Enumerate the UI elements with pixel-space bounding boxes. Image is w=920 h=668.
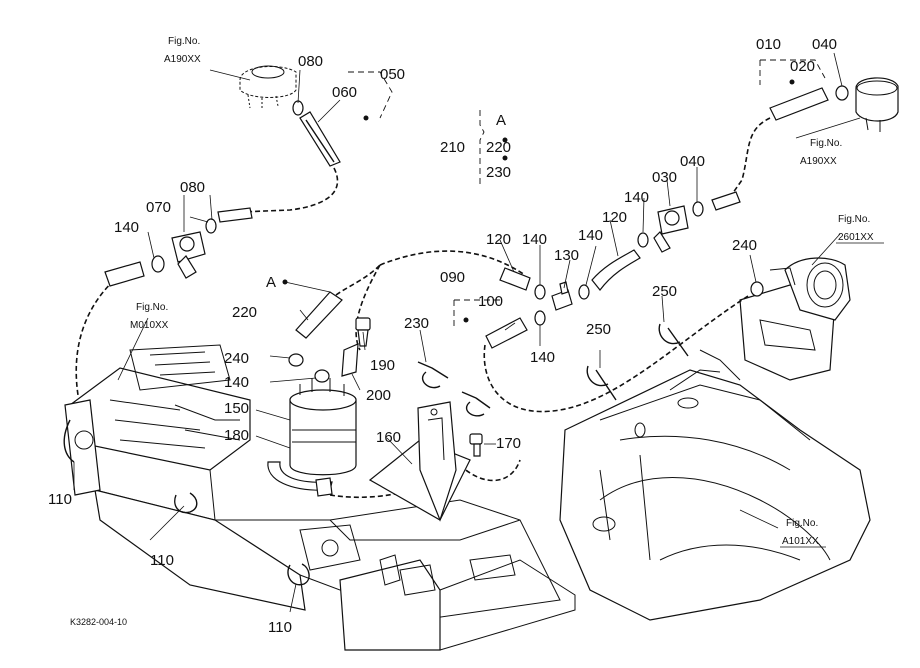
part-label-220: 220 [232, 304, 257, 321]
part-label-110: 110 [48, 491, 72, 508]
fig-ref-title: Fig.No. [786, 518, 818, 529]
assembly-brackets [348, 59, 826, 330]
part-label-150: 150 [224, 400, 249, 417]
kit-label-a: A [496, 112, 506, 129]
part-label-190: 190 [370, 357, 395, 374]
part-label-090: 090 [440, 269, 465, 286]
kit-marker-a: A [266, 274, 276, 291]
water-separator-150[interactable] [289, 378, 357, 476]
fig-ref-title: Fig.No. [168, 36, 200, 47]
part-label-120: 120 [602, 209, 627, 226]
part-label-020: 020 [790, 58, 815, 75]
part-label-140: 140 [522, 231, 547, 248]
fitting-190[interactable] [355, 317, 371, 347]
fig-ref-a101: A101XX [782, 536, 819, 547]
hose-clip-250[interactable] [586, 323, 689, 401]
part-label-060: 060 [332, 84, 357, 101]
fig-ref-m010: M010XX [130, 320, 169, 331]
fig-ref-title: Fig.No. [810, 138, 842, 149]
part-label-230: 230 [486, 164, 511, 181]
part-label-140: 140 [578, 227, 603, 244]
leader-lines [73, 52, 861, 613]
part-label-220: 220 [486, 139, 511, 156]
part-label-130: 130 [554, 247, 579, 264]
part-label-160: 160 [376, 429, 401, 446]
part-label-240: 240 [732, 237, 757, 254]
band-clamp-110[interactable] [63, 419, 310, 586]
part-label-140: 140 [530, 349, 555, 366]
part-label-170: 170 [496, 435, 521, 452]
part-label-040: 040 [812, 36, 837, 53]
part-label-050: 050 [380, 66, 405, 83]
figure-references: Fig.No. A190XX Fig.No. A190XX Fig.No. M0… [70, 36, 884, 627]
part-label-110: 110 [150, 552, 174, 569]
fuel-hose-lines [75, 87, 829, 499]
fig-ref-title: Fig.No. [136, 302, 168, 313]
hose-clip-230[interactable] [417, 361, 491, 417]
fig-ref-a190-left: A190XX [164, 54, 201, 65]
part-label-180: 180 [224, 427, 249, 444]
kit-dot [463, 317, 469, 323]
part-label-140: 140 [624, 189, 649, 206]
bracket-160[interactable] [368, 401, 471, 522]
part-label-110: 110 [268, 619, 292, 636]
part-label-210: 210 [440, 139, 465, 156]
part-label-030: 030 [652, 169, 677, 186]
part-label-140: 140 [224, 374, 249, 391]
fig-ref-2601: 2601XX [838, 232, 874, 243]
fig-ref-title: Fig.No. [838, 214, 870, 225]
part-label-100: 100 [478, 293, 503, 310]
hose-200[interactable] [341, 343, 359, 377]
fig-ref-a190-right: A190XX [800, 156, 837, 167]
part-number-labels: 010 020 040 040 030 140 120 140 130 140 … [48, 36, 837, 636]
reservoir-right [855, 77, 899, 132]
part-label-240: 240 [224, 350, 249, 367]
part-label-010: 010 [756, 36, 781, 53]
reservoir-left [239, 65, 297, 110]
kit-dot [502, 155, 508, 161]
part-label-070: 070 [146, 199, 171, 216]
kit-dot [363, 115, 369, 121]
drawing-code: K3282-004-10 [70, 617, 127, 627]
fuel-pump-030[interactable] [653, 205, 689, 253]
band-strap-180[interactable] [267, 461, 333, 497]
part-label-120: 120 [486, 231, 511, 248]
kit-dot [282, 279, 288, 285]
fuel-tank [559, 349, 871, 621]
part-label-040: 040 [680, 153, 705, 170]
part-label-250: 250 [586, 321, 611, 338]
part-label-080: 080 [180, 179, 205, 196]
kit-dot [789, 79, 795, 85]
part-label-200: 200 [366, 387, 391, 404]
kit-dot [502, 137, 508, 143]
intake-duct [739, 257, 851, 381]
part-label-230: 230 [404, 315, 429, 332]
part-label-140: 140 [114, 219, 139, 236]
bolt-170[interactable] [469, 433, 483, 457]
fuel-pump-070[interactable] [171, 231, 206, 279]
tee-joint-130[interactable] [551, 281, 573, 311]
part-label-250: 250 [652, 283, 677, 300]
hose-clamps[interactable] [151, 85, 849, 383]
part-label-080: 080 [298, 53, 323, 70]
